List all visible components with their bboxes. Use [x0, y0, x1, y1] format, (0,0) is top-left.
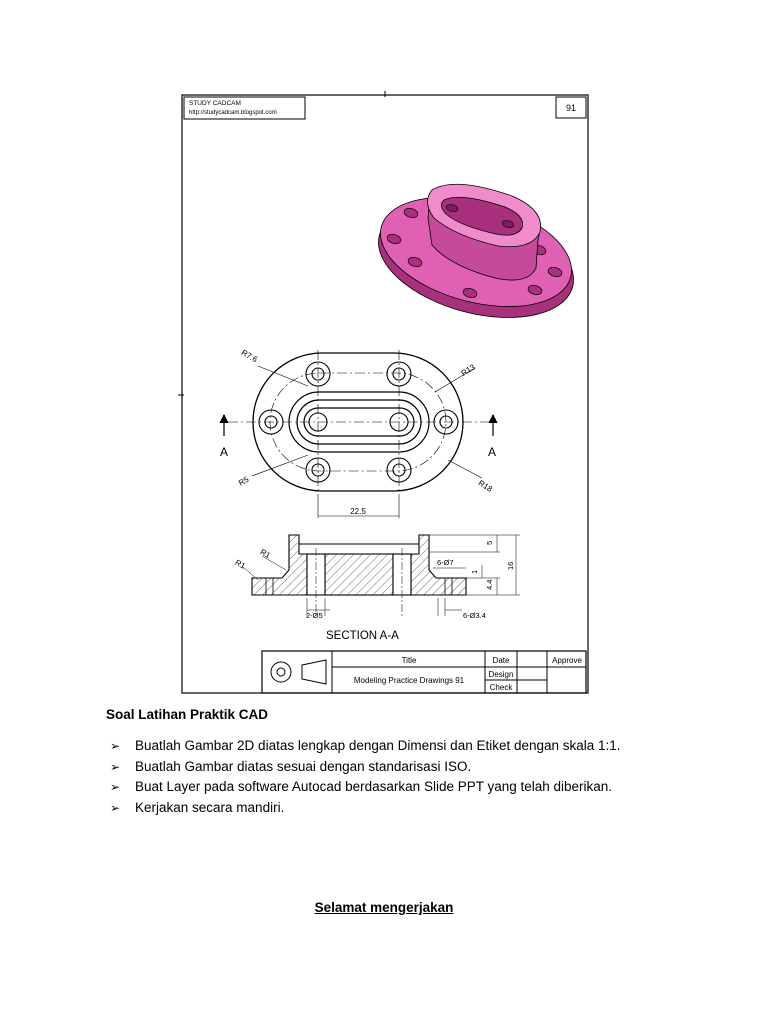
projection-symbol-cone: [301, 659, 327, 685]
header-brand-box: [183, 96, 306, 120]
instruction-item: ➢ Buatlah Gambar diatas sesuai dengan sta…: [110, 757, 621, 778]
section-hole-left: [306, 553, 326, 596]
boss-inner: [296, 399, 422, 445]
arrow-bullet-icon: ➢: [110, 739, 121, 753]
dim-6-d7: 6-Ø7: [437, 558, 454, 567]
plan-pitch-circle: [269, 372, 447, 472]
title-block-design-label: Design: [489, 670, 514, 679]
title-block-title-value: Modeling Practice Drawings 91: [354, 676, 465, 685]
cad-drawing-sheet: STUDY CADCAM http://studycadcam.blogspot…: [178, 91, 589, 694]
section-marker-right: A: [488, 413, 498, 459]
part-mounting-holes: [386, 207, 563, 299]
arrow-bullet-icon: ➢: [110, 759, 121, 774]
instruction-item: ➢ Buatlah Gambar 2D diatas lengkap dengan…: [110, 736, 621, 757]
projection-symbol-circle-outer: [270, 661, 292, 683]
leader-r5: [251, 454, 309, 477]
section-title: SECTION A-A: [326, 630, 399, 642]
instruction-item: ➢ Buat Layer pada software Autocad berdas…: [110, 777, 621, 798]
dim-1: 1: [470, 570, 479, 574]
instruction-list: ➢ Buatlah Gambar 2D diatas lengkap dengan…: [110, 736, 621, 818]
plan-outer-outline: [252, 352, 464, 492]
dim-6-d3-4: 6-Ø3.4: [463, 611, 486, 620]
instruction-text: Buatlah Gambar 2D diatas lengkap dengan …: [135, 738, 621, 753]
section-marker-left: A: [219, 413, 229, 459]
boss-outer: [288, 391, 430, 453]
exercise-heading: Soal Latihan Praktik CAD: [106, 707, 269, 722]
part-boss: [427, 183, 542, 281]
header-number-box: [555, 96, 587, 119]
leader-r13: [434, 367, 476, 393]
svg-text:A: A: [488, 445, 496, 459]
section-hole-right: [392, 553, 412, 596]
arrow-bullet-icon: ➢: [110, 780, 121, 794]
header-url: http://studycadcam.blogspot.com: [189, 110, 277, 116]
drawing-frame: [181, 94, 589, 694]
dim-5: 5: [485, 541, 494, 545]
section-center-solid: [324, 553, 394, 596]
instruction-text: Kerjakan secara mandiri.: [135, 799, 285, 815]
isometric-part-view: [378, 183, 574, 318]
title-block-title-label: Title: [402, 656, 417, 665]
dim-4-4: 4.4: [485, 580, 494, 590]
mounting-holes-plan: [258, 361, 459, 483]
closing-text: Selamat mengerjakan: [314, 900, 454, 915]
header-number: 91: [566, 103, 576, 113]
title-block: [261, 650, 587, 694]
leader-r18: [447, 459, 483, 479]
plan-view: A A: [219, 350, 498, 518]
arrow-bullet-icon: ➢: [110, 800, 121, 815]
instruction-item: ➢ Kerjakan secara mandiri.: [110, 798, 621, 819]
title-block-approve-label: Approve: [552, 656, 582, 665]
projection-symbol-circle-inner: [276, 667, 286, 677]
dim-2-d5: 2-Ø5: [306, 611, 323, 620]
dim-22-5: 22.5: [350, 507, 366, 516]
dim-16: 16: [506, 562, 515, 570]
section-view: [241, 534, 520, 616]
leader-r7-6: [257, 365, 309, 387]
dim-r1-lower: R1: [234, 558, 248, 571]
dim-r1-upper: R1: [259, 547, 273, 560]
title-block-check-label: Check: [490, 683, 514, 692]
instruction-text: Buatlah Gambar diatas sesuai dengan stan…: [135, 758, 472, 774]
header-brand: STUDY CADCAM: [189, 100, 241, 107]
instruction-text: Buat Layer pada software Autocad berdasa…: [135, 779, 613, 794]
title-block-date-label: Date: [493, 656, 510, 665]
slot: [303, 407, 415, 437]
svg-text:A: A: [220, 445, 228, 459]
